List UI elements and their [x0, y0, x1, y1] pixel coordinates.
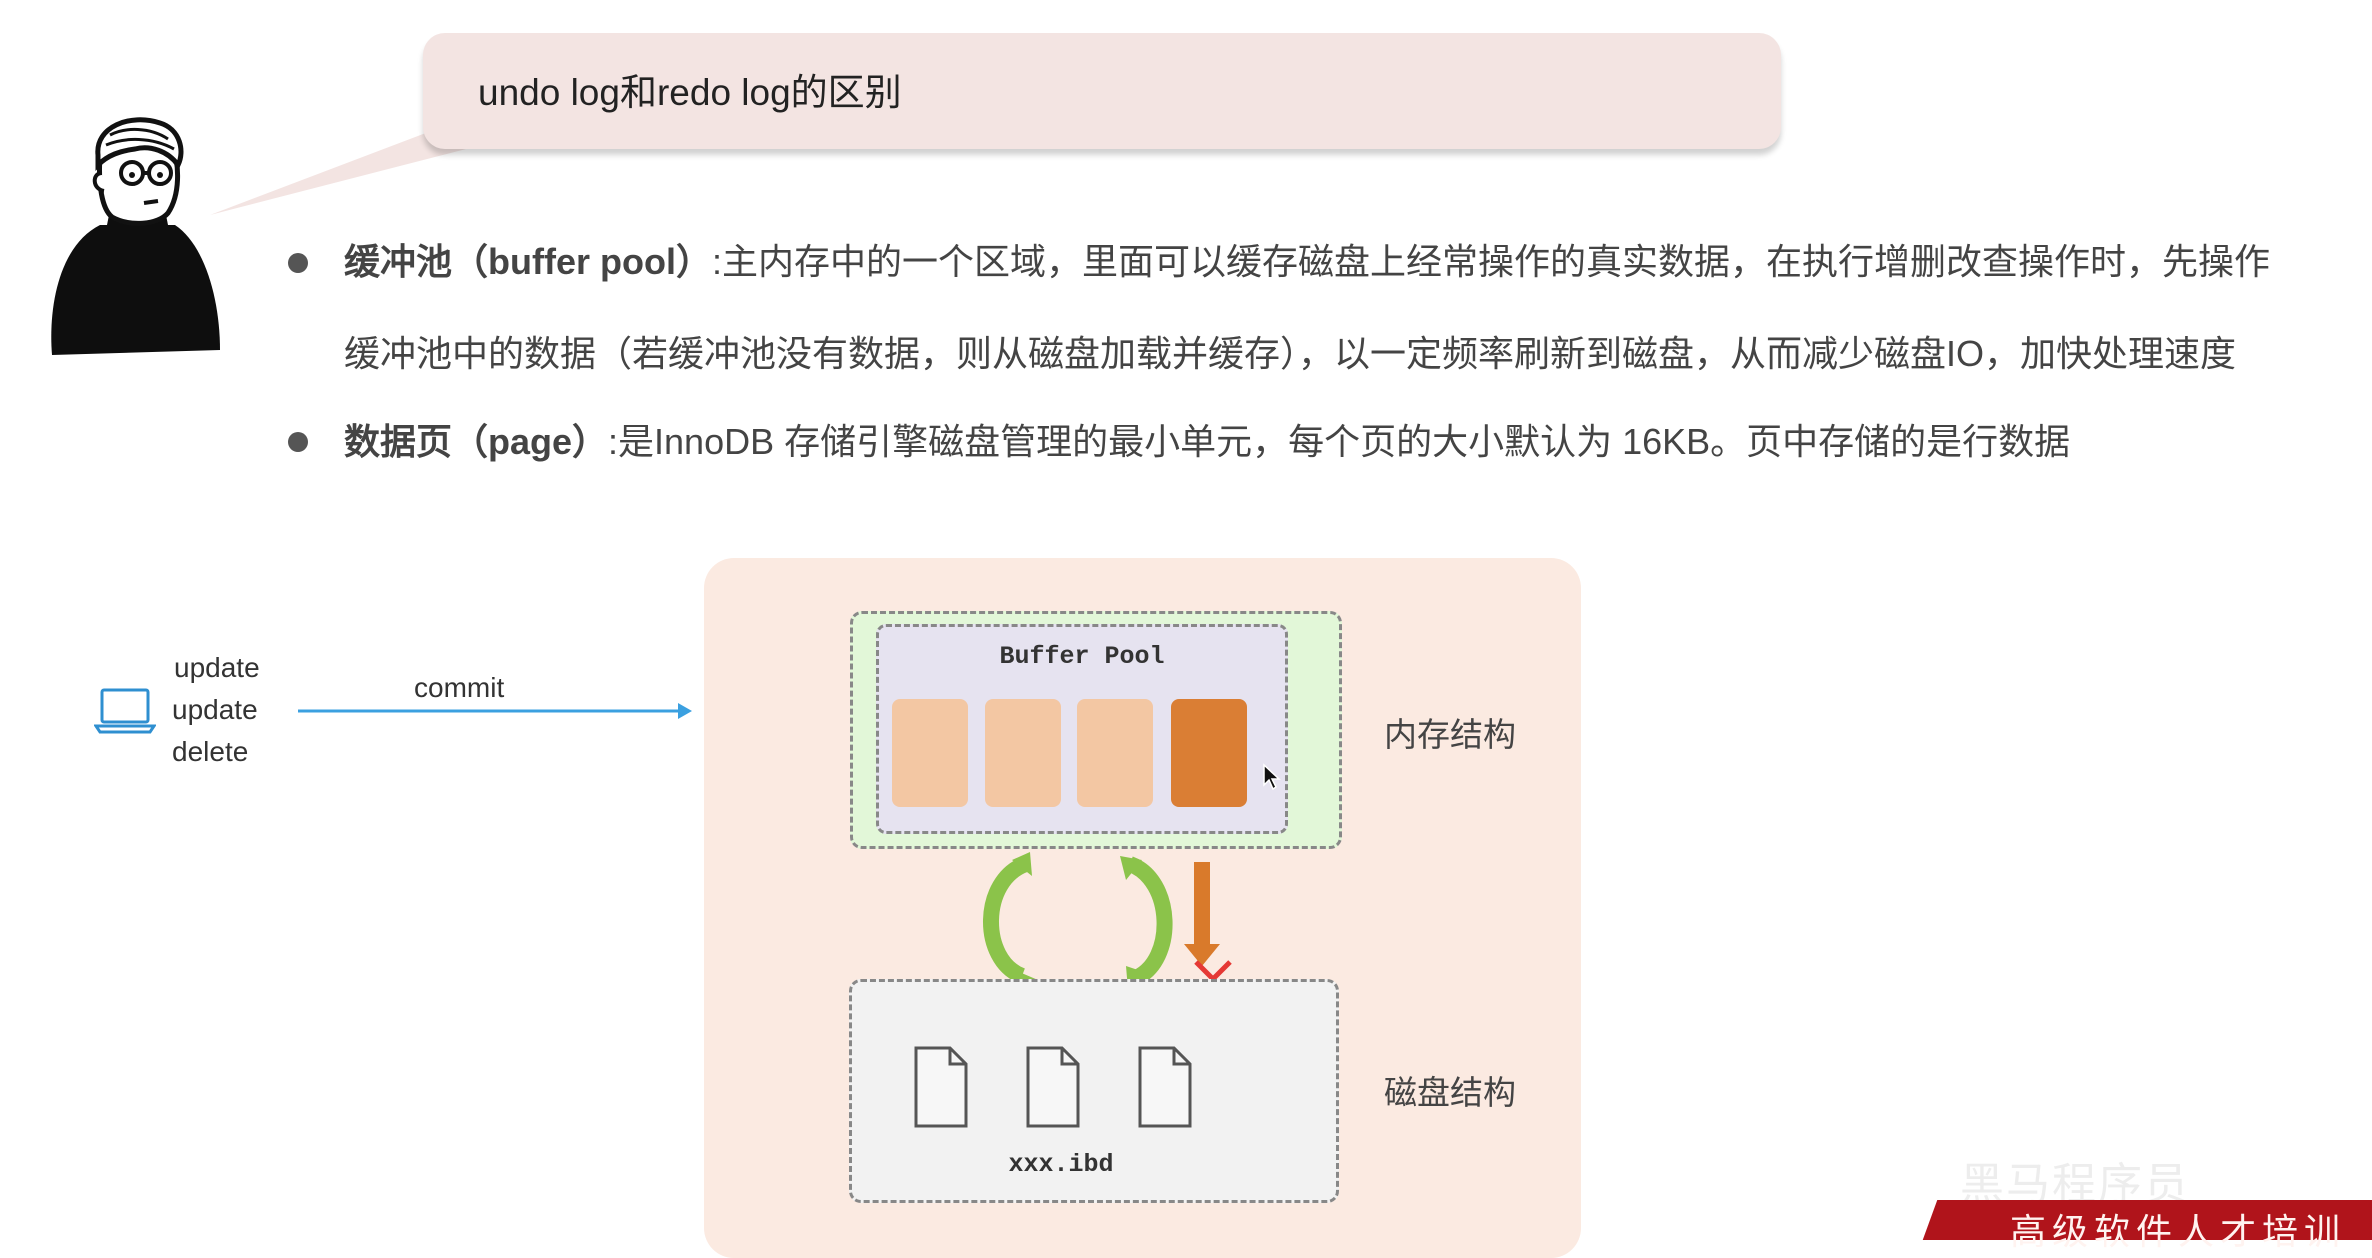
person-avatar	[51, 117, 220, 355]
file-icon	[914, 1046, 968, 1128]
bullet-dot	[288, 432, 308, 452]
speech-bubble	[423, 33, 1781, 149]
bullet-buffer-pool-line1: 缓冲池（buffer pool）:主内存中的一个区域，里面可以缓存磁盘上经常操作…	[344, 240, 2270, 284]
brand-banner-text: 高级软件人才培训	[2010, 1212, 2347, 1253]
bullet-term: 数据页（page）	[344, 421, 609, 462]
memory-structure-label: 内存结构	[1384, 716, 1516, 753]
file-icon	[1138, 1046, 1192, 1128]
bullet-description: :主内存中的一个区域，里面可以缓存磁盘上经常操作的真实数据，在执行增删改查操作时…	[711, 241, 2270, 282]
speech-bubble-tail	[210, 120, 470, 215]
commit-arrow	[298, 703, 692, 719]
commit-label: commit	[414, 672, 505, 703]
buffer-page	[985, 699, 1061, 807]
buffer-page	[892, 699, 968, 807]
laptop-icon	[94, 688, 156, 734]
operation-update: update	[174, 652, 260, 683]
slide-title: undo log和redo log的区别	[478, 72, 902, 113]
bullet-page-line1: 数据页（page）:是InnoDB 存储引擎磁盘管理的最小单元，每个页的大小默认…	[344, 420, 2070, 464]
file-icon	[1026, 1046, 1080, 1128]
operation-update: update	[172, 694, 258, 725]
disk-file-label: xxx.ibd	[1008, 1150, 1114, 1179]
buffer-page-dirty	[1171, 699, 1247, 807]
bullet-term: 缓冲池（buffer pool）	[344, 241, 712, 282]
bullet-dot	[288, 253, 308, 273]
bullet-buffer-pool-line2: 缓冲池中的数据（若缓冲池没有数据，则从磁盘加载并缓存），以一定频率刷新到磁盘，从…	[344, 333, 2237, 374]
operation-delete: delete	[172, 736, 249, 767]
buffer-pool-label: Buffer Pool	[999, 642, 1165, 671]
buffer-page	[1077, 699, 1153, 807]
mouse-cursor-icon	[1263, 763, 1281, 791]
disk-structure-label: 磁盘结构	[1384, 1074, 1516, 1111]
bullet-description: :是InnoDB 存储引擎磁盘管理的最小单元，每个页的大小默认为 16KB。页中…	[608, 421, 2071, 462]
